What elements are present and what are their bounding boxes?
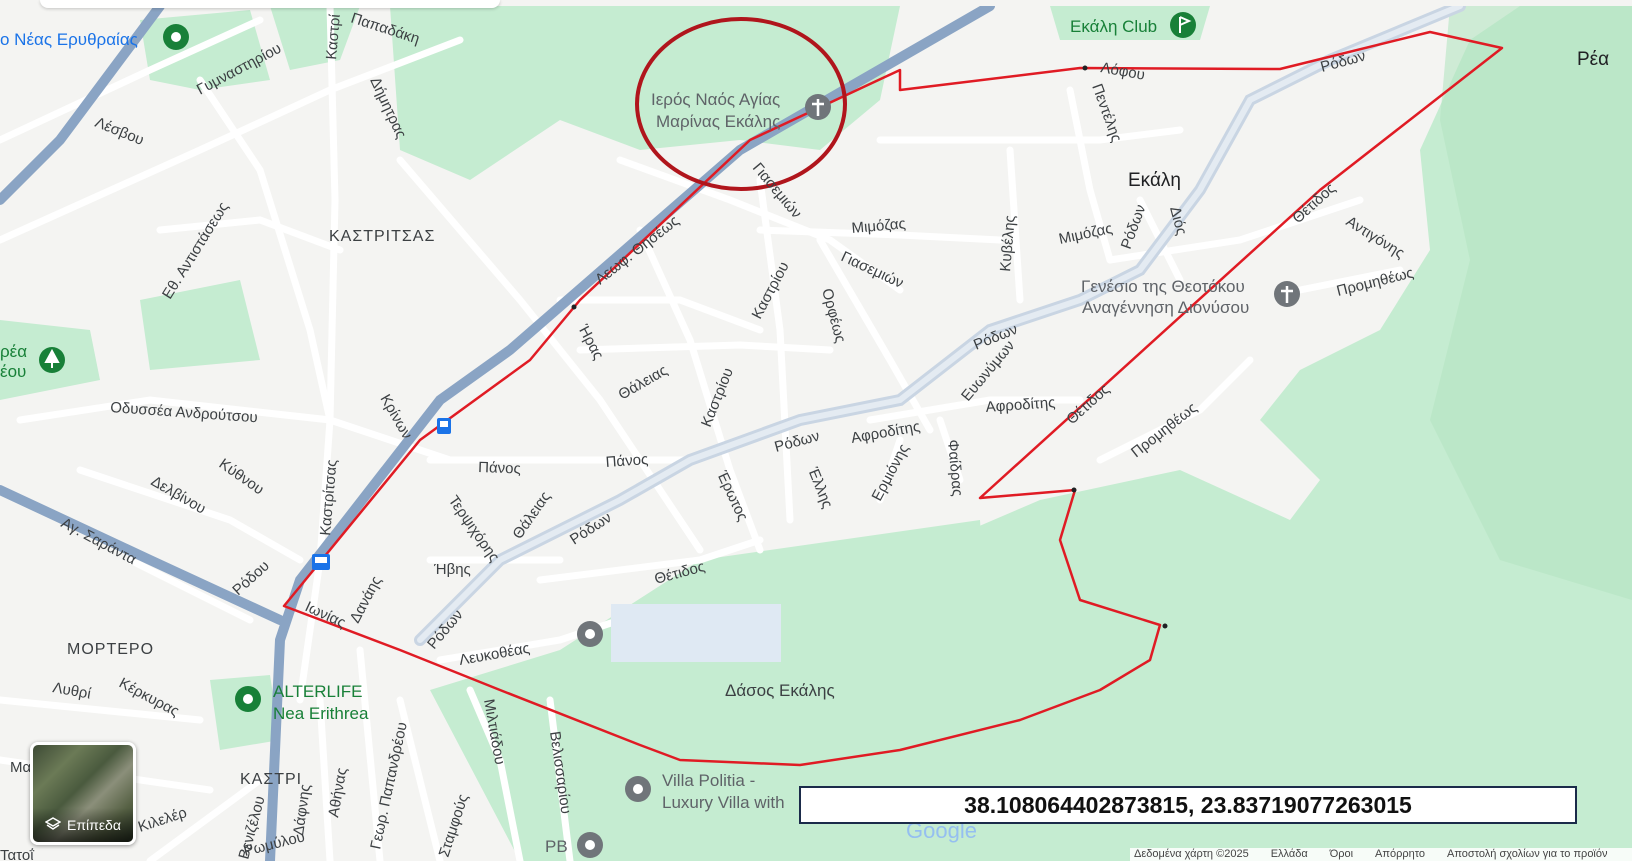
place-dasos-ekalis-label: Δάσος Εκάλης: [725, 681, 835, 700]
route-dot: [1071, 487, 1077, 493]
road-label: Λυθρί: [51, 679, 92, 703]
poi-alterlife-label-line1[interactable]: ALTERLIFE: [273, 682, 362, 701]
road-label: Φαίδρας: [944, 439, 966, 497]
park-alterlife: [210, 675, 280, 750]
footer-feedback[interactable]: Αποστολή σχολίων για το προϊόν: [1447, 848, 1608, 860]
poi-nea-erythraia-label[interactable]: ο Νέας Ερυθραίας: [0, 30, 138, 49]
layers-icon: [44, 816, 62, 835]
church-cross-icon[interactable]: [1274, 281, 1300, 307]
layers-button-label-row: Επίπεδα: [33, 808, 133, 842]
place-kastri-label: ΚΑΣΤΡΙ: [240, 771, 302, 788]
park-kastritsas: [270, 6, 360, 70]
park-left-mid: [140, 280, 260, 370]
layers-label: Επίπεδα: [67, 817, 121, 833]
road-label: Κυβέλης: [997, 214, 1019, 272]
bus-stop-icon[interactable]: [437, 418, 451, 434]
church-cross-icon[interactable]: [805, 94, 831, 120]
road-label: Ήβης: [433, 561, 471, 578]
place-rea-label: Ρέα: [1577, 49, 1609, 70]
footer-privacy[interactable]: Απόρρητο: [1375, 848, 1426, 860]
map-pin-icon[interactable]: [577, 621, 603, 647]
search-panel-edge: [40, 0, 500, 8]
map-pin-icon[interactable]: [625, 776, 651, 802]
golf-icon[interactable]: [1170, 12, 1196, 38]
map-footer: Δεδομένα χάρτη ©2025 Ελλάδα Όροι Απόρρητ…: [1130, 848, 1632, 861]
poi-church-marina-label-line1[interactable]: Ιερός Ναός Αγίας: [651, 90, 780, 109]
poi-ekali-club-label[interactable]: Εκάλη Club: [1070, 17, 1157, 36]
footer-terms[interactable]: Όροι: [1329, 848, 1354, 860]
coordinates-text: 38.108064402873815, 23.83719077263015: [964, 791, 1412, 818]
road-label: Καστρίτσας: [317, 459, 341, 537]
poi-alterlife-label-line2[interactable]: Nea Erithrea: [273, 704, 369, 723]
rodon-avenue: [414, 6, 1466, 646]
map-pin-icon[interactable]: [577, 832, 603, 858]
poi-church-marina-label-line2[interactable]: Μαρίνας Εκάλης: [656, 112, 780, 131]
road-label: Καστρί: [323, 13, 344, 61]
poi-church-genesio-label-line1[interactable]: Γενέσιο της Θεοτόκου: [1081, 277, 1245, 296]
poi-church-genesio-label-line2[interactable]: Αναγέννηση Διονύσου: [1082, 298, 1249, 317]
coordinates-box: 38.108064402873815, 23.83719077263015: [799, 786, 1577, 824]
place-mortero-label: ΜΟΡΤΕΡΟ: [67, 641, 154, 658]
poi-villa-politia-label-line1[interactable]: Villa Politia -: [662, 771, 755, 790]
footer-map-data: Δεδομένα χάρτη ©2025: [1134, 848, 1249, 860]
road-label: Τατοΐ: [0, 847, 34, 861]
forest-area-dark: [1430, 6, 1632, 600]
poi-park-left-label-line1[interactable]: ρέα: [0, 342, 27, 361]
road-label: Πάνος: [605, 451, 649, 471]
road-label: Μα: [10, 759, 31, 776]
map-pin-icon[interactable]: [235, 686, 261, 712]
redacted-poi-label: [611, 604, 781, 662]
road-label: Διός: [1166, 205, 1190, 237]
route-dot: [1082, 65, 1088, 71]
bus-stop-icon[interactable]: [312, 554, 330, 570]
forest-bottom: [430, 520, 1000, 861]
poi-park-left-label-line2[interactable]: έου: [0, 362, 26, 381]
route-dot: [1162, 623, 1168, 629]
layers-button[interactable]: Επίπεδα: [30, 742, 136, 845]
poi-villa-politia-label-line2[interactable]: Luxury Villa with: [662, 793, 785, 812]
footer-country[interactable]: Ελλάδα: [1270, 848, 1308, 860]
tree-icon[interactable]: [39, 347, 65, 373]
place-kastritsas-label: ΚΑΣΤΡΙΤΣΑΣ: [329, 228, 435, 245]
place-ekali-label: Εκάλη: [1128, 170, 1181, 191]
road-label: Μιμόζας: [851, 215, 907, 237]
road-label: Πάνος: [478, 459, 521, 477]
park-ekali-club: [1050, 6, 1210, 40]
poi-pb-label[interactable]: PB: [545, 837, 568, 856]
route-dot: [571, 304, 577, 310]
church-highlight-circle: [635, 17, 847, 191]
map-pin-icon[interactable]: [163, 24, 189, 50]
minor-streets: [0, 6, 1404, 861]
road-label: Αφροδίτης: [985, 394, 1056, 416]
